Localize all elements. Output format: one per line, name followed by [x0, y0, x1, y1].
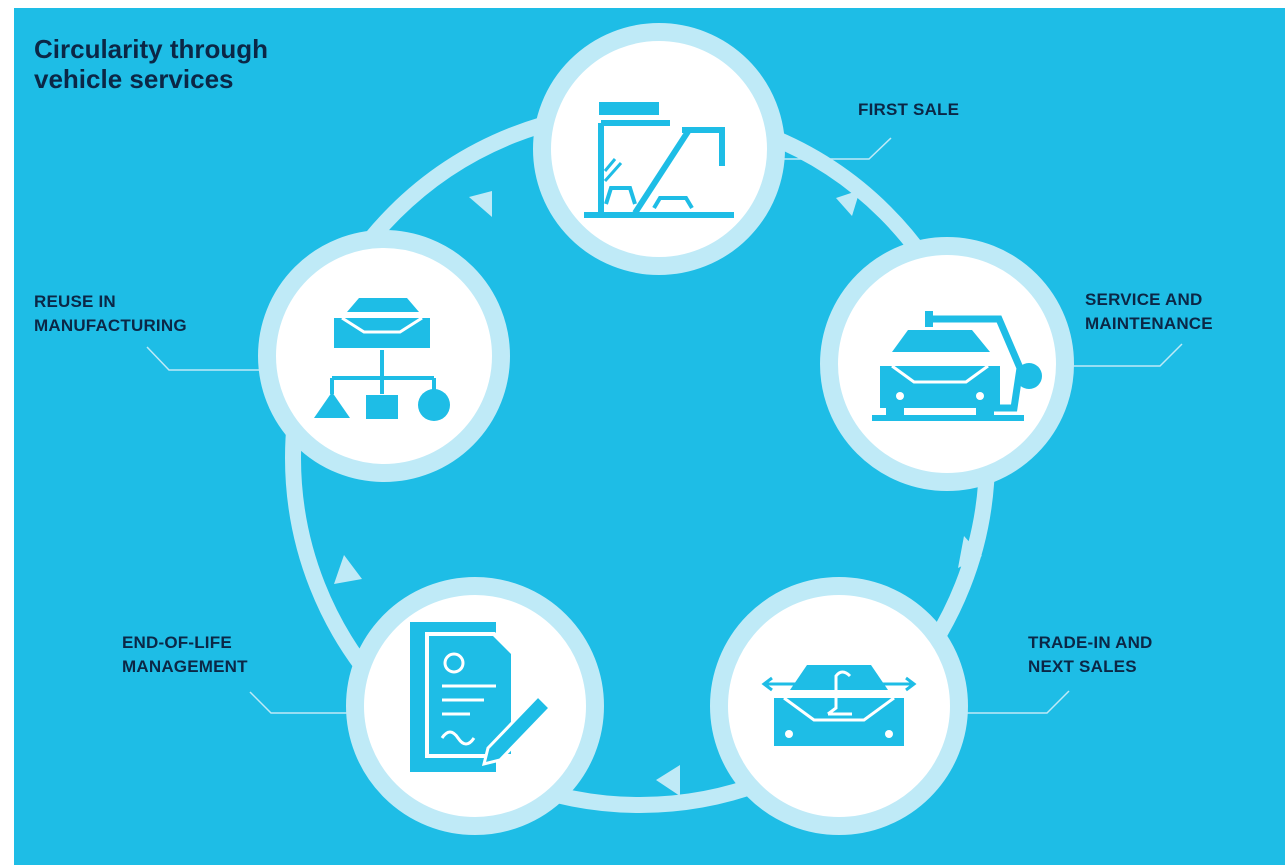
label-trade-in: TRADE-IN AND NEXT SALES: [1028, 631, 1153, 679]
car-parts-hierarchy-icon: [314, 298, 450, 421]
title-line-1: Circularity through: [34, 34, 269, 64]
leader-first-sale: [781, 137, 892, 160]
label-service-line-2: MAINTENANCE: [1085, 314, 1213, 333]
label-reuse-line-1: REUSE IN: [34, 292, 116, 311]
car-pound-trade-icon: [761, 665, 917, 746]
node-first-sale: [533, 23, 785, 275]
signed-document-icon: [410, 622, 553, 772]
leader-lines: [146, 137, 1183, 714]
label-end-of-life-line-2: MANAGEMENT: [122, 657, 248, 676]
diagram-title: Circularity through vehicle services: [34, 34, 394, 94]
car-dealership-icon: [584, 102, 734, 218]
cycle-diagram: [146, 23, 1183, 835]
arrow-to-end-of-life: [656, 765, 680, 796]
car-service-robot-arm-icon: [872, 311, 1042, 421]
title-line-2: vehicle services: [34, 64, 234, 94]
node-end-of-life: [346, 577, 604, 835]
label-service-line-1: SERVICE AND: [1085, 290, 1203, 309]
arrow-to-trade-in: [958, 536, 982, 568]
node-service-maintenance: [820, 237, 1074, 491]
arrow-to-first-sale: [469, 191, 492, 217]
label-service-maintenance: SERVICE AND MAINTENANCE: [1085, 288, 1213, 336]
label-trade-in-line-1: TRADE-IN AND: [1028, 633, 1153, 652]
leader-reuse: [146, 346, 259, 371]
label-end-of-life-line-1: END-OF-LIFE: [122, 633, 232, 652]
node-trade-in: [710, 577, 968, 835]
label-end-of-life: END-OF-LIFE MANAGEMENT: [122, 631, 248, 679]
cycle-arrows: [334, 190, 982, 796]
label-reuse: REUSE IN MANUFACTURING: [34, 290, 187, 338]
leader-trade-in: [960, 690, 1070, 714]
label-first-sale-line-1: FIRST SALE: [858, 100, 960, 119]
leader-end-of-life: [249, 691, 356, 714]
leader-service: [1039, 343, 1183, 367]
label-reuse-line-2: MANUFACTURING: [34, 316, 187, 335]
label-trade-in-line-2: NEXT SALES: [1028, 657, 1137, 676]
node-reuse: [258, 230, 510, 482]
diagram-panel: Circularity through vehicle services: [14, 8, 1285, 865]
label-first-sale: FIRST SALE: [858, 98, 959, 122]
arrow-to-reuse: [334, 555, 362, 584]
arrow-to-service: [836, 190, 860, 216]
